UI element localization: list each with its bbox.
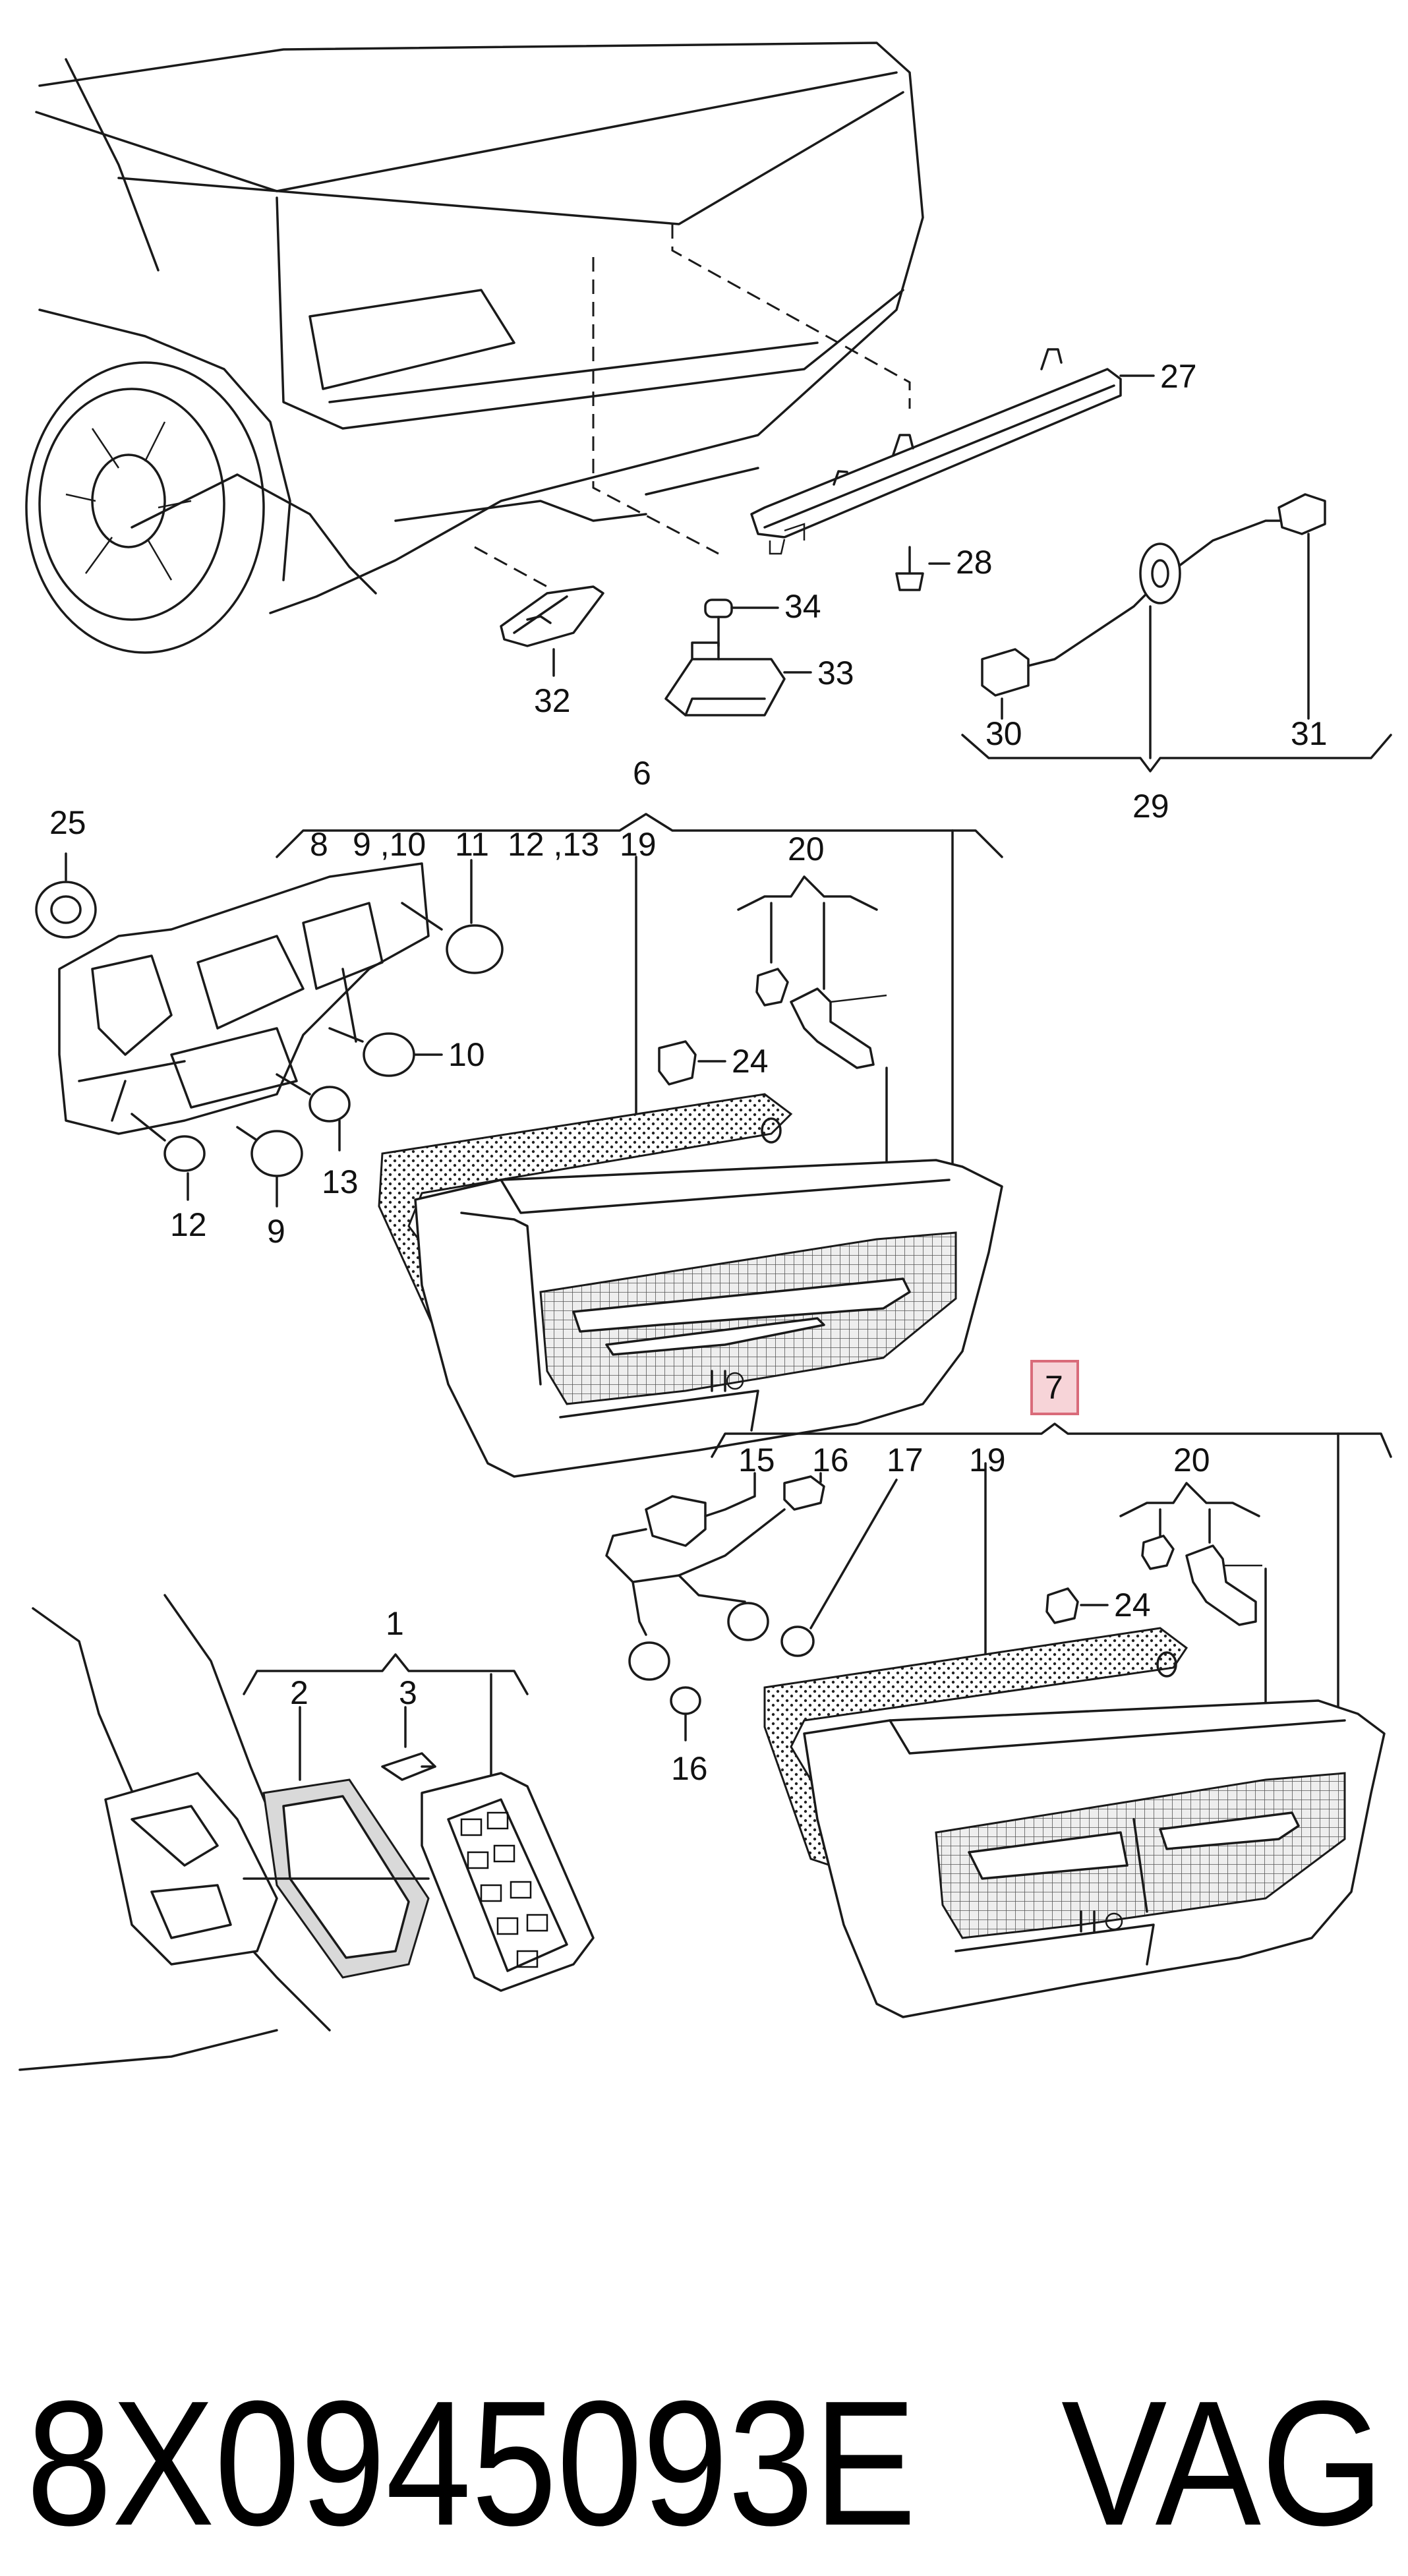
part-number: 8X0945093E bbox=[26, 2364, 916, 2563]
callout-12: 12 bbox=[170, 1206, 207, 1243]
part-1-outer-light-body bbox=[243, 1673, 595, 1992]
part-20-clips-lower bbox=[1119, 1482, 1267, 1709]
callout-15: 15 bbox=[738, 1442, 775, 1478]
part-19-seal-upper bbox=[378, 829, 954, 1353]
part-15-wiring-harness bbox=[605, 1472, 898, 1742]
callout-24-lower: 24 bbox=[1114, 1587, 1151, 1624]
part-32-boot-lid-grip bbox=[500, 585, 604, 677]
callout-32: 32 bbox=[534, 682, 571, 719]
callout-25: 25 bbox=[49, 804, 86, 841]
callout-33: 33 bbox=[817, 655, 854, 691]
callout-16-upper: 16 bbox=[812, 1442, 849, 1478]
callout-13: 13 bbox=[322, 1163, 359, 1200]
callout-9: 9 bbox=[267, 1213, 285, 1250]
callout-31: 31 bbox=[1291, 715, 1328, 752]
callout-12-13: 12 ,13 bbox=[508, 826, 599, 863]
part-6-tail-light-housing bbox=[414, 1159, 1003, 1478]
group-6-bracket bbox=[276, 813, 1003, 858]
callout-9-10: 9 ,10 bbox=[353, 826, 426, 863]
callout-11: 11 bbox=[455, 826, 489, 863]
callout-30: 30 bbox=[985, 715, 1022, 752]
part-34-bulb bbox=[704, 599, 779, 647]
car-side-panel bbox=[18, 1594, 331, 2071]
part-25-grommet bbox=[35, 852, 97, 939]
callout-16-lower: 16 bbox=[671, 1750, 708, 1787]
part-9-bulb bbox=[236, 1126, 303, 1208]
callout-7: 7 bbox=[1045, 1369, 1063, 1406]
group-1-bracket bbox=[243, 1653, 529, 1695]
part-10-bulb bbox=[328, 1027, 443, 1077]
part-3-clip bbox=[381, 1706, 436, 1781]
callout-8: 8 bbox=[310, 826, 328, 863]
part-33-licence-plate-light bbox=[664, 641, 812, 717]
callout-2: 2 bbox=[290, 1674, 308, 1711]
part-27-brake-light-bar bbox=[750, 348, 1155, 555]
part-13-bulb bbox=[276, 1073, 351, 1152]
part-29-wiring-harness bbox=[961, 493, 1392, 773]
part-2-gasket bbox=[262, 1706, 430, 1979]
brand-label: VAG bbox=[1061, 2364, 1384, 2563]
part-12-bulb bbox=[131, 1113, 206, 1201]
callout-7-highlight bbox=[1030, 1360, 1079, 1415]
part-20-clips-upper bbox=[737, 875, 888, 1168]
callout-6: 6 bbox=[633, 755, 651, 792]
callout-29: 29 bbox=[1132, 788, 1169, 825]
callout-19-lower: 19 bbox=[969, 1442, 1006, 1478]
callout-17: 17 bbox=[887, 1442, 924, 1478]
part-7-tail-light-housing bbox=[803, 1699, 1386, 2018]
part-8-bulb-carrier bbox=[58, 862, 430, 1135]
part-24-nut-upper bbox=[658, 1040, 726, 1086]
callout-28: 28 bbox=[956, 544, 993, 581]
callout-19-upper: 19 bbox=[620, 826, 657, 863]
callout-20-upper: 20 bbox=[788, 831, 825, 867]
callout-20-lower: 20 bbox=[1173, 1442, 1210, 1478]
callout-34: 34 bbox=[784, 588, 821, 625]
callout-10: 10 bbox=[448, 1036, 485, 1073]
group-7-bracket bbox=[711, 1422, 1392, 1458]
callout-3: 3 bbox=[399, 1674, 417, 1711]
part-11-bulb bbox=[401, 859, 504, 974]
car-rear-body bbox=[25, 42, 924, 654]
callout-27: 27 bbox=[1160, 358, 1197, 395]
part-19-seal-lower bbox=[763, 1432, 1339, 1867]
callout-24-upper: 24 bbox=[732, 1043, 769, 1080]
part-24-nut-lower bbox=[1045, 1587, 1109, 1624]
part-28-screw bbox=[895, 546, 951, 591]
callout-1: 1 bbox=[386, 1605, 404, 1642]
